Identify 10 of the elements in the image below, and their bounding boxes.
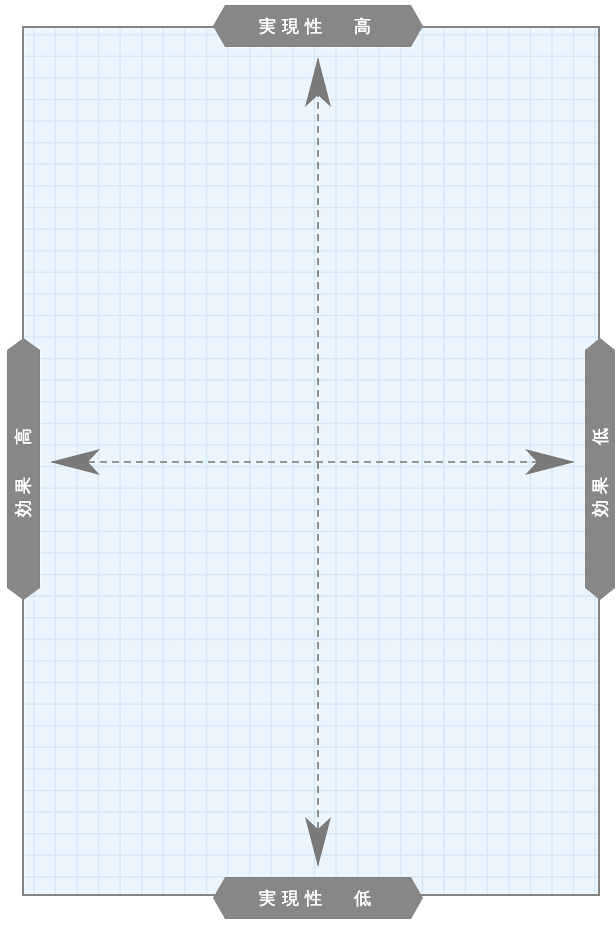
axis-label-tag [7, 338, 40, 600]
double-arrow [305, 57, 331, 867]
axis-label: 効果 低 [590, 422, 612, 516]
axis-label: 実現性 低 [259, 888, 377, 910]
axis-label-tag [585, 338, 615, 600]
axis-label: 効果 高 [13, 422, 35, 516]
double-arrow [50, 449, 575, 475]
axis-label: 実現性 高 [259, 16, 377, 38]
axis-label-tag [213, 5, 423, 47]
axis-label-tag [213, 877, 423, 919]
